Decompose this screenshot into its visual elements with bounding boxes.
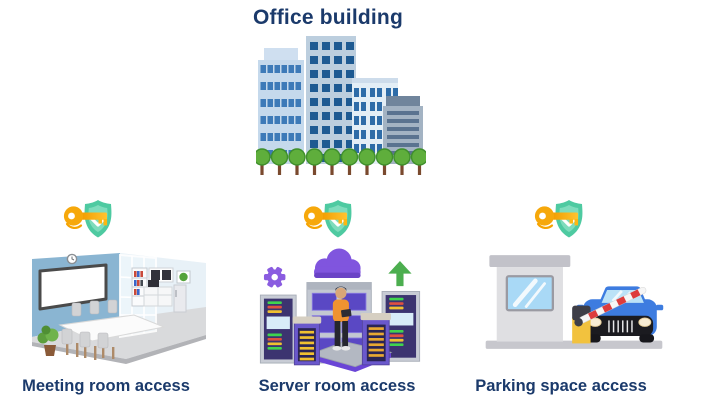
wall-clock (66, 253, 78, 265)
server-rack-right (381, 291, 421, 362)
server-tower-front-left (292, 316, 322, 366)
person (332, 286, 352, 351)
guard-booth (489, 255, 571, 342)
bookshelf (131, 267, 148, 307)
page-title: Office building (253, 6, 403, 29)
conference-chairs-back (71, 299, 118, 317)
building-left (258, 48, 304, 164)
parking-gate-illustration (485, 255, 664, 349)
wall-cabinets (148, 267, 174, 283)
building-tall (306, 36, 356, 164)
server-rack-left (259, 294, 297, 364)
fridge (173, 284, 187, 313)
meeting-room-illustration (32, 253, 206, 364)
kitchen-counter (143, 280, 173, 307)
up-arrow-icon (388, 261, 412, 287)
meeting-room-label: Meeting room access (22, 377, 190, 395)
key-shield-icon (533, 198, 585, 240)
ground (485, 340, 663, 349)
wall-picture (176, 270, 191, 284)
barrier-gate (572, 286, 647, 344)
server-room-label: Server room access (258, 377, 416, 395)
server-tower-front-right (360, 312, 391, 366)
key-shield-icon (62, 198, 114, 240)
parking-space-label: Parking space access (475, 377, 647, 395)
conference-chairs-front (61, 328, 115, 360)
gear-icon (263, 266, 286, 288)
whiteboard (38, 263, 108, 311)
potted-plant (37, 325, 59, 356)
office-building-illustration (256, 36, 426, 176)
cloud-icon (314, 248, 361, 279)
server-room-illustration (259, 248, 421, 372)
